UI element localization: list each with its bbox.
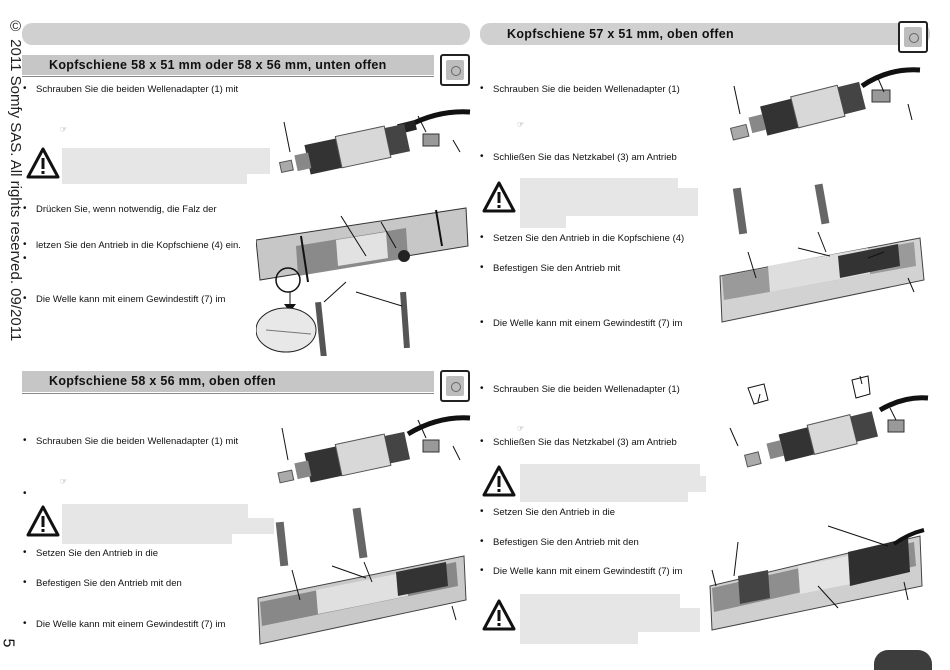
s2-bullet-1: Schrauben Sie die beiden Wellenadapter (…	[480, 83, 680, 95]
motor-assembly-illustration	[277, 415, 471, 484]
section-underline-3	[22, 393, 434, 394]
warning-triangle-icon	[482, 181, 516, 213]
s3-empty-bullet: •	[23, 488, 27, 499]
s3-bullet-3: Befestigen Sie den Antrieb mit den	[23, 577, 182, 589]
s1-bullet-4: Die Welle kann mit einem Gewindestift (7…	[23, 293, 225, 305]
s3-bullet-2: Setzen Sie den Antrieb in die	[23, 547, 158, 559]
s1-bullet-3: letzen Sie den Antrieb in die Kopfschien…	[23, 239, 241, 251]
s2-ref-mark: ☞	[517, 120, 525, 129]
page-number: 5	[0, 638, 17, 648]
s1-bullet-1: Schrauben Sie die beiden Wellenadapter (…	[23, 83, 238, 95]
s2-bullet-4: Befestigen Sie den Antrieb mit	[480, 262, 620, 274]
rail-installation-illustration	[256, 207, 469, 356]
top-bar-right	[480, 23, 930, 45]
warning-triangle-icon	[482, 599, 516, 631]
s4-bullet-3: Setzen Sie den Antrieb in die	[480, 506, 615, 518]
copyright-notice: © 2011 Somfy SAS. All rights reserved. 0…	[7, 18, 24, 342]
s4-bullet-1: Schrauben Sie die beiden Wellenadapter (…	[480, 383, 680, 395]
s2-bullet-5: Die Welle kann mit einem Gewindestift (7…	[480, 317, 682, 329]
rail-installation-illustration	[719, 183, 925, 323]
rail-installation-illustration	[257, 507, 467, 645]
page-tab	[874, 650, 932, 670]
section-title-2: Kopfschiene 57 x 51 mm, oben offen	[507, 27, 734, 41]
rail-profile-icon	[440, 54, 470, 86]
s3-bullet-1: Schrauben Sie die beiden Wellenadapter (…	[23, 435, 238, 447]
s1-ref-mark: ☞	[60, 125, 68, 134]
section-underline-1	[22, 76, 434, 77]
rail-profile-icon	[440, 370, 470, 402]
s1-bullet-2: Drücken Sie, wenn notwendig, die Falz de…	[23, 203, 217, 215]
s4-bullet-4: Befestigen Sie den Antrieb mit den	[480, 536, 639, 548]
warning-triangle-icon	[26, 147, 60, 179]
rail-installation-illustration	[709, 525, 925, 631]
section-title-1: Kopfschiene 58 x 51 mm oder 58 x 56 mm, …	[22, 55, 434, 75]
motor-assembly-illustration	[729, 67, 921, 141]
motor-assembly-illustration	[278, 109, 471, 175]
motor-with-brackets-illustration	[729, 375, 929, 468]
s4-ref-mark: ☞	[517, 424, 525, 433]
s1-empty-bullet: •	[23, 253, 27, 264]
s4-bullet-2: Schließen Sie das Netzkabel (3) am Antri…	[480, 436, 677, 448]
warning-triangle-icon	[482, 465, 516, 497]
s3-ref-mark: ☞	[60, 477, 68, 486]
s3-bullet-4: Die Welle kann mit einem Gewindestift (7…	[23, 618, 225, 630]
section-title-3: Kopfschiene 58 x 56 mm, oben offen	[22, 371, 434, 392]
s2-bullet-2: Schließen Sie das Netzkabel (3) am Antri…	[480, 151, 677, 163]
s4-bullet-5: Die Welle kann mit einem Gewindestift (7…	[480, 565, 682, 577]
top-bar-left	[22, 23, 470, 45]
s2-bullet-3: Setzen Sie den Antrieb in die Kopfschien…	[480, 232, 684, 244]
warning-triangle-icon	[26, 505, 60, 537]
rail-profile-icon	[898, 21, 928, 53]
